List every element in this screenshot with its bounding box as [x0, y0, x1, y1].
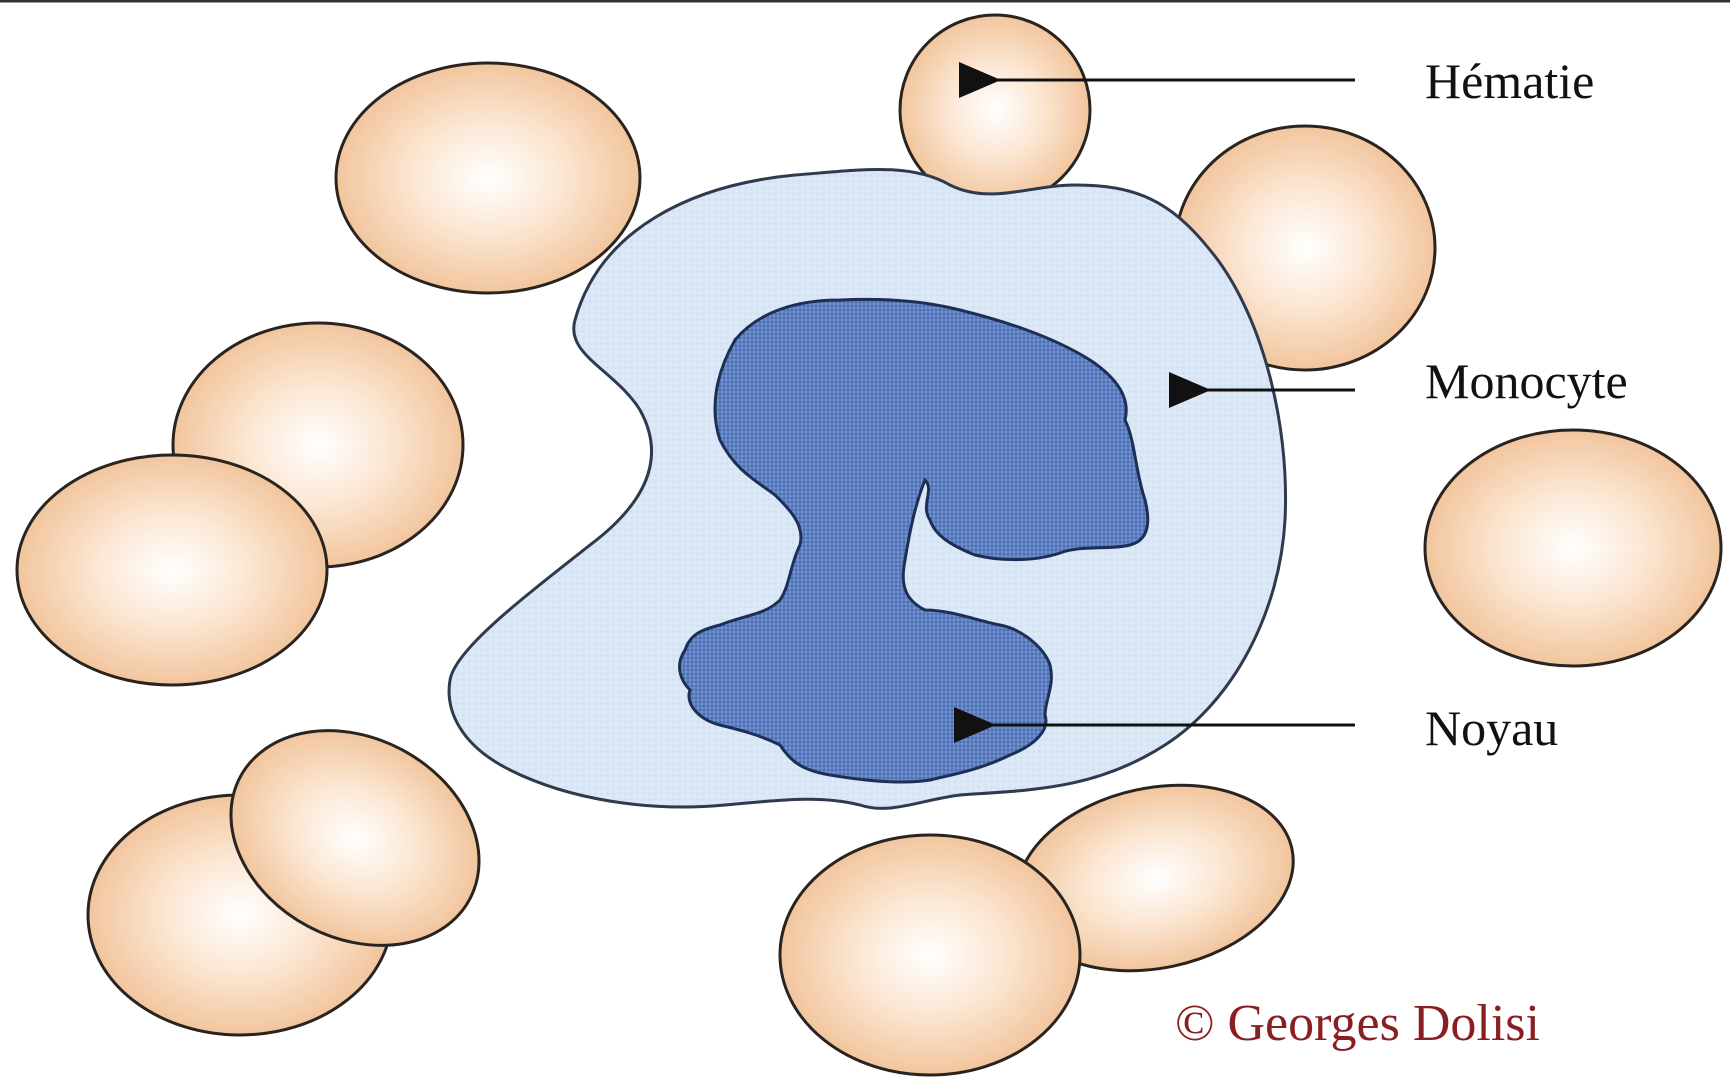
red-blood-cell: [17, 455, 327, 685]
label-monocyte: Monocyte: [1425, 353, 1628, 409]
label-noyau: Noyau: [1425, 700, 1558, 756]
copyright-credit: © Georges Dolisi: [1175, 995, 1540, 1052]
red-blood-cell: [1425, 430, 1721, 666]
red-blood-cell: [780, 835, 1080, 1075]
red-blood-cell: [336, 63, 640, 293]
label-hematie: Hématie: [1425, 53, 1594, 109]
